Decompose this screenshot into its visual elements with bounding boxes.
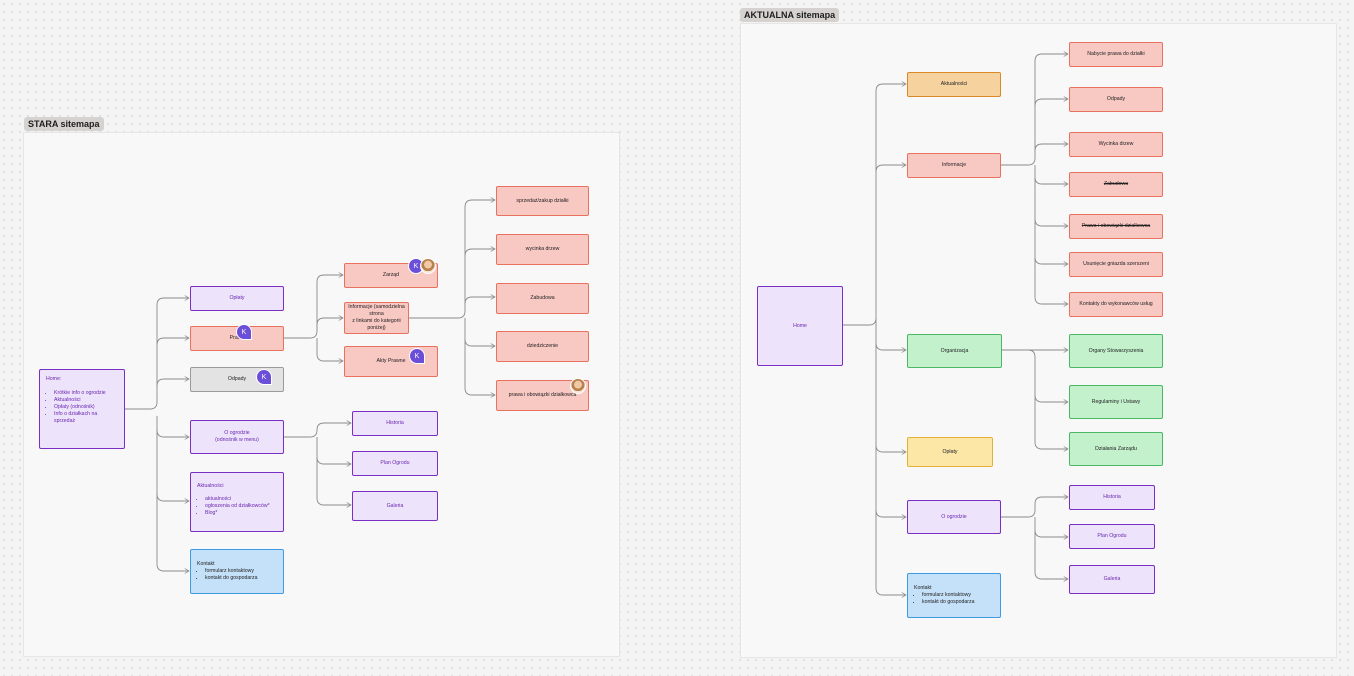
new-regulaminy-node[interactable]: Regulaminy i Ustawy — [1069, 385, 1163, 419]
new-dzialania-node[interactable]: Działania Zarządu — [1069, 432, 1163, 466]
list-item: Blog* — [205, 510, 270, 517]
old-aktualnosci-node[interactable]: Aktualności aktualności ogłoszenia od dz… — [190, 472, 284, 532]
old-home-node[interactable]: Home: Krótkie info o ogrodzie Aktualnośc… — [39, 369, 125, 449]
old-galeria-node[interactable]: Galeria — [352, 491, 438, 521]
node-line: O ogrodzie — [224, 430, 250, 436]
new-kontakt-node[interactable]: Kontakt formularz kontaktowy kontakt do … — [907, 573, 1001, 618]
new-historia-node[interactable]: Historia — [1069, 485, 1155, 510]
old-o-ogrodzie-node[interactable]: O ogrodzie(odnośnik w menu) — [190, 420, 284, 454]
list-item: formularz kontaktowy — [205, 568, 258, 575]
old-kontakt-node[interactable]: Kontakt formularz kontaktowy kontakt do … — [190, 549, 284, 594]
list-item: kontakt do gospodarza — [205, 575, 258, 582]
list-item: Info o działkach na sprzedaż — [54, 411, 118, 425]
node-line: (odnośnik w menu) — [215, 437, 259, 443]
user-avatar[interactable]: K — [409, 348, 425, 364]
user-avatar[interactable]: K — [256, 369, 272, 385]
list-item: aktualności — [205, 496, 270, 503]
new-wycinka-node[interactable]: Wycinka drzew — [1069, 132, 1163, 157]
new-prawa-node[interactable]: Prawa i obowiązki działkowca — [1069, 214, 1163, 239]
old-wycinka-node[interactable]: wycinka drzew — [496, 234, 589, 265]
user-avatar[interactable]: K — [236, 324, 252, 340]
node-line: z linkami do kategorii poniżej) — [352, 318, 401, 331]
old-kontakt-title: Kontakt — [197, 561, 215, 567]
new-o-ogrodzie-node[interactable]: O ogrodzie — [907, 500, 1001, 534]
old-oplaty-node[interactable]: Opłaty — [190, 286, 284, 311]
new-organizacja-node[interactable]: Organizacja — [907, 334, 1002, 368]
new-aktualnosci-node[interactable]: Aktualności — [907, 72, 1001, 97]
new-home-node[interactable]: Home — [757, 286, 843, 366]
list-item: kontakt do gospodarza — [922, 599, 975, 606]
old-home-title: Home: — [46, 376, 62, 382]
list-item: formularz kontaktowy — [922, 592, 975, 599]
new-nabycie-node[interactable]: Nabycie prawa do działki — [1069, 42, 1163, 67]
old-dziedziczenie-node[interactable]: dziedziczenie — [496, 331, 589, 362]
list-item: Krótkie info o ogrodzie — [54, 390, 118, 397]
user-photo-avatar[interactable] — [570, 378, 586, 394]
new-sitemap-label: AKTUALNA sitemapa — [740, 8, 840, 22]
old-plan-ogrodu-node[interactable]: Plan Ogrodu — [352, 451, 438, 476]
new-usuniecie-node[interactable]: Usunięcie gniazda szerszeni — [1069, 252, 1163, 277]
new-galeria-node[interactable]: Galeria — [1069, 565, 1155, 594]
new-informacje-node[interactable]: Informacje — [907, 153, 1001, 178]
node-line: Informacje (samodzielna strona — [348, 304, 405, 317]
new-oplaty-node[interactable]: Opłaty — [907, 437, 993, 467]
list-item: Opłaty (odnośnik) — [54, 404, 118, 411]
user-photo-avatar[interactable] — [420, 258, 436, 274]
new-plan-ogrodu-node[interactable]: Plan Ogrodu — [1069, 524, 1155, 549]
old-sitemap-label: STARA sitemapa — [24, 117, 104, 131]
new-organy-node[interactable]: Organy Stowarzyszenia — [1069, 334, 1163, 368]
old-aktualnosci-title: Aktualności — [197, 483, 224, 489]
new-odpady-node[interactable]: Odpady — [1069, 87, 1163, 112]
list-item: ogłoszenia od działkowców* — [205, 503, 270, 510]
old-sprzedaz-node[interactable]: sprzedaż/zakup działki — [496, 186, 589, 216]
new-kontakty-node[interactable]: Kontakty do wykonawców usług — [1069, 292, 1163, 317]
list-item: Aktualności — [54, 397, 118, 404]
old-zabudowa-node[interactable]: Zabudowa — [496, 283, 589, 314]
new-kontakt-title: Kontakt — [914, 585, 932, 591]
new-zabudowa-node[interactable]: Zabudowa — [1069, 172, 1163, 197]
old-historia-node[interactable]: Historia — [352, 411, 438, 436]
